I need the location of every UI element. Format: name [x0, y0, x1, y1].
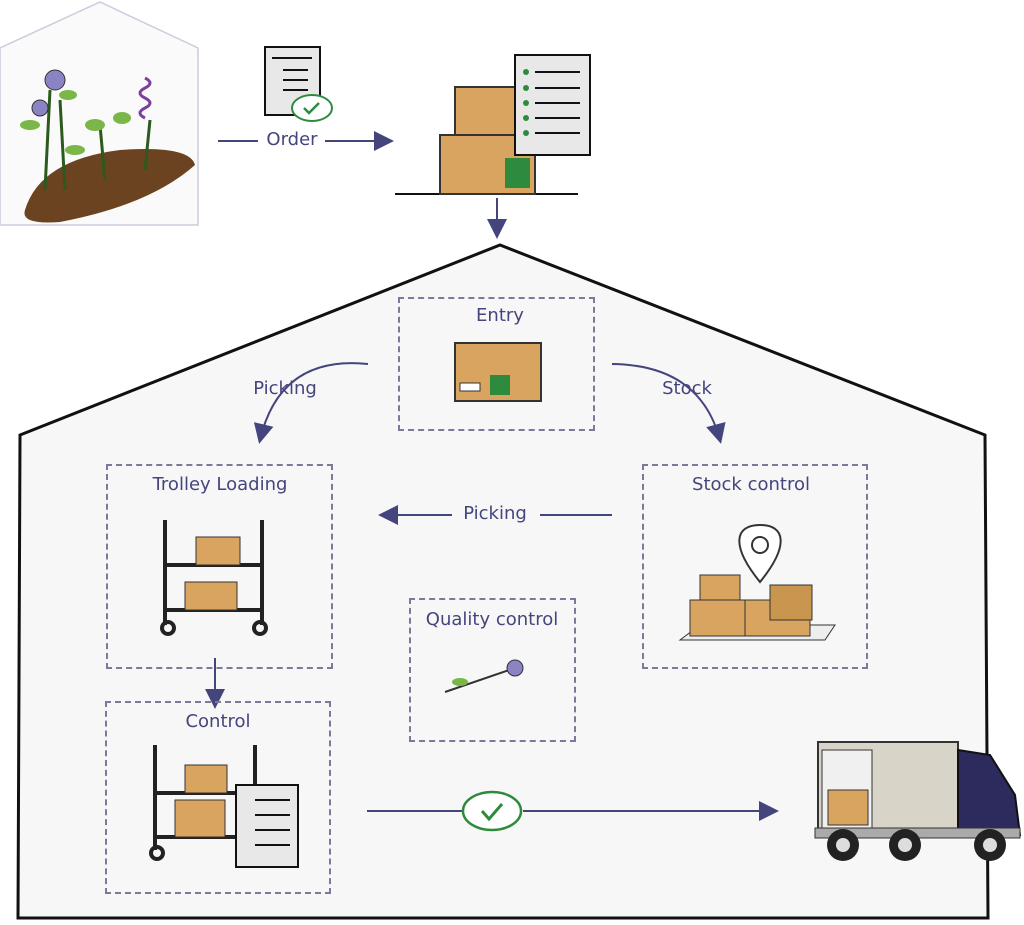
entry-zone	[398, 297, 595, 431]
stock-label: Stock	[662, 378, 712, 399]
order-document-icon	[264, 46, 333, 122]
order-label: Order	[266, 129, 318, 150]
quality-control-zone	[409, 598, 576, 742]
entry-label: Entry	[476, 305, 524, 326]
cardboard-box-icon	[454, 342, 542, 402]
quality-control-label: Quality control	[425, 609, 559, 630]
stock-control-label: Stock control	[692, 474, 810, 495]
control-zone	[105, 701, 331, 894]
check-badge-icon	[461, 790, 523, 832]
picking-label-left: Picking	[253, 378, 317, 399]
location-pin-boxes-icon	[678, 523, 836, 641]
boxes-clipboard-icon	[395, 54, 591, 195]
picking-label-center: Picking	[463, 503, 527, 524]
stock-control-zone	[642, 464, 868, 669]
flower-stem-icon	[444, 659, 524, 693]
trolley-loading-zone	[106, 464, 333, 669]
delivery-truck-icon	[814, 741, 1022, 861]
control-label: Control	[185, 711, 251, 732]
warehouse-outline	[16, 243, 990, 920]
trolley-loading-label: Trolley Loading	[152, 474, 288, 495]
greenhouse-icon	[0, 1, 199, 226]
